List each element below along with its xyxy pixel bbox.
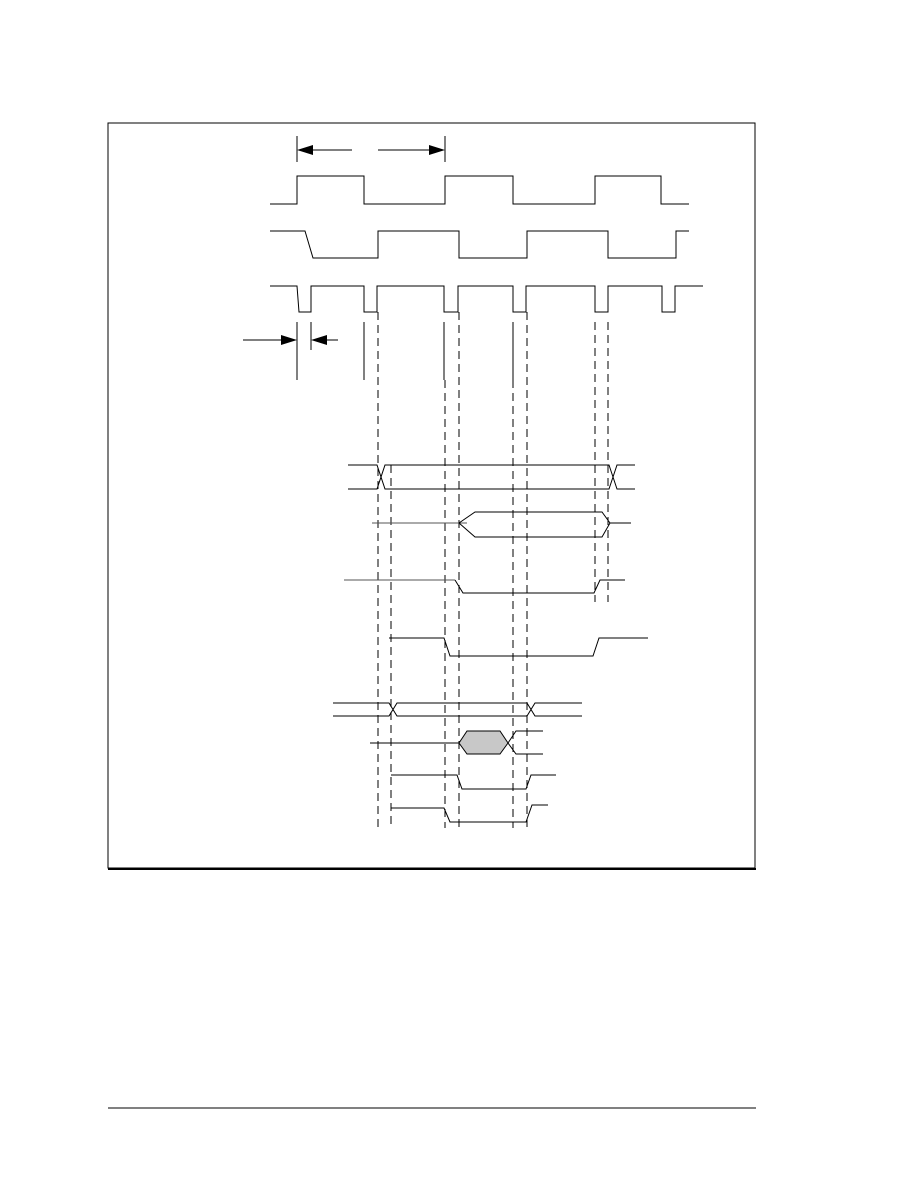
figure-frame xyxy=(107,122,756,869)
arrow-left-icon xyxy=(311,335,327,345)
clock-waveform-2 xyxy=(270,230,689,259)
enable-waveform xyxy=(389,637,648,657)
read-strobe-waveform-1 xyxy=(391,774,556,790)
arrow-right-icon xyxy=(429,145,445,155)
arrow-left-icon xyxy=(297,145,313,155)
address-bus-waveform xyxy=(348,464,635,490)
read-strobe-waveform-2 xyxy=(391,804,548,823)
edge-markers xyxy=(363,322,514,380)
strobe-waveform xyxy=(270,285,703,313)
address-bus-2-waveform xyxy=(333,702,582,717)
timing-guides xyxy=(377,312,609,828)
pulse-width-dimension xyxy=(243,322,338,380)
arrow-right-icon xyxy=(281,335,297,345)
read-data-bus-waveform xyxy=(370,730,543,755)
period-dimension xyxy=(296,136,446,162)
data-bus-waveform xyxy=(372,511,631,538)
read-data-valid-window xyxy=(458,730,509,755)
clock-waveform-1 xyxy=(270,175,689,205)
control-strobe-waveform-active xyxy=(454,579,625,594)
